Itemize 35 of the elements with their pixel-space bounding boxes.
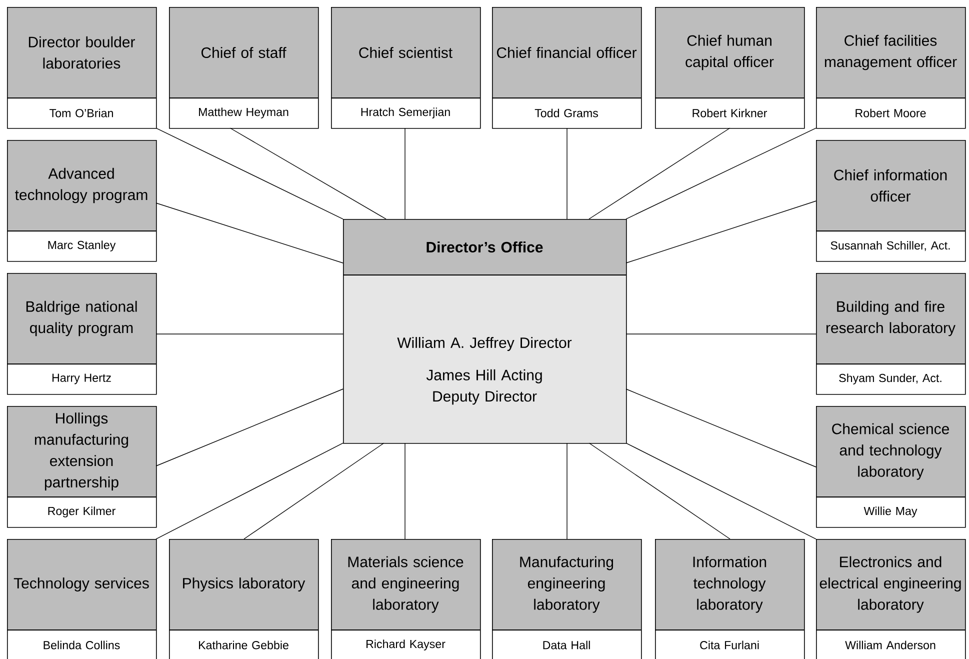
connector-line: [244, 442, 384, 540]
org-box: Hollings manufacturing extension partnership Roger Kilmer: [6, 406, 157, 528]
connector-line: [156, 442, 344, 540]
org-box: Materials science and engineering laboratory Richard Kayser: [330, 539, 481, 659]
connector-line: [566, 128, 568, 220]
connector-line: [566, 442, 568, 540]
connector-line: [404, 442, 406, 540]
connector-line: [626, 388, 816, 468]
connector-line: [156, 128, 344, 220]
connector-line: [588, 128, 730, 220]
office-box: Director’s Office William A. Jeffrey Director James Hill Acting Deputy Director: [342, 219, 627, 444]
org-box: Chief of staff Matthew Heyman: [168, 7, 319, 129]
connector-line: [588, 442, 730, 540]
connector-line: [626, 200, 816, 264]
org-box: Chief human capital officer Robert Kirkner: [654, 7, 805, 129]
connector-line: [404, 128, 406, 220]
org-box: Chief financial officer Todd Grams: [492, 7, 642, 129]
org-box: Director boulder laboratories Tom O’Brian: [6, 7, 157, 129]
org-box: Chief scientist Hratch Semerjian: [330, 7, 481, 129]
connector-line: [156, 388, 344, 466]
org-box: Chemical science and technology laboratory Willie May: [816, 406, 966, 528]
connector-line: [626, 442, 816, 540]
connector-line: [230, 128, 386, 220]
connector-line: [156, 202, 344, 264]
org-box: Chief information officer Susannah Schiller, Act.: [816, 140, 966, 262]
org-box: Advanced technology program Marc Stanley: [6, 140, 157, 262]
org-box: Information technology laboratory Cita Furlani: [654, 539, 805, 659]
org-box: Baldrige national quality program Harry Hertz: [6, 273, 157, 395]
org-box: Physics laboratory Katharine Gebbie: [168, 539, 319, 659]
org-box: Electronics and electrical engineering laboratory William Anderson: [816, 539, 966, 659]
org-box: Chief facilities management officer Robert Moore: [816, 7, 966, 129]
org-box: Manufacturing engineering laboratory Data Hall: [492, 539, 642, 659]
connector-line: [626, 128, 816, 220]
org-box: Technology services Belinda Collins: [6, 539, 157, 659]
org-box: Building and fire research laboratory Shyam Sunder, Act.: [816, 273, 966, 395]
